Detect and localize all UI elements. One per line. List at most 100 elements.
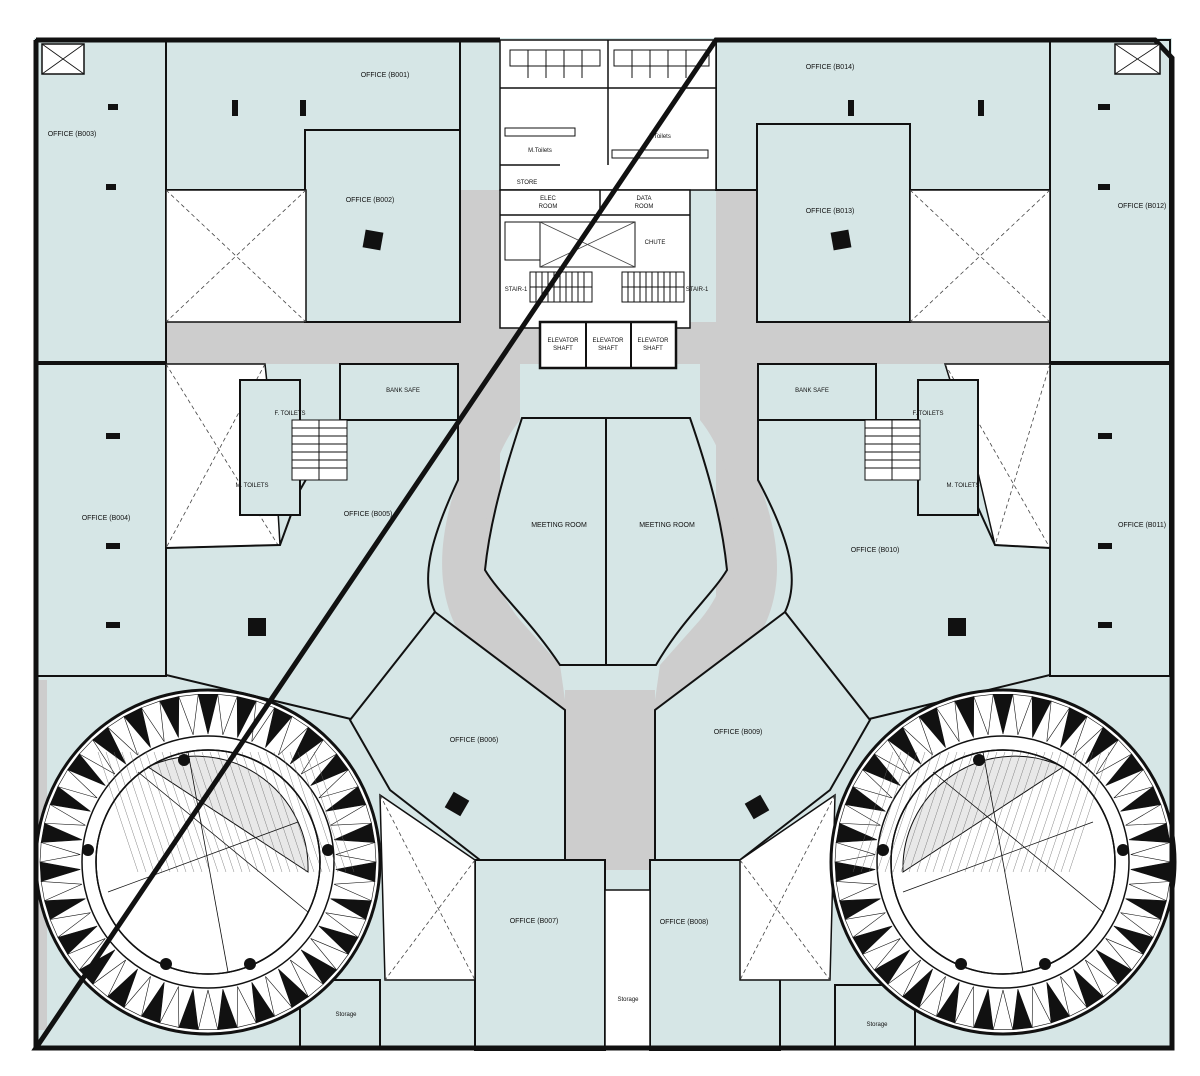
elevator-3-label-2: SHAFT	[643, 346, 663, 352]
storage-right-label: Storage	[866, 1022, 888, 1028]
rotunda-ray	[935, 982, 960, 1024]
rotunda-ray	[1085, 959, 1119, 998]
rotunda-ray	[57, 769, 98, 799]
rotunda-ray	[330, 804, 372, 826]
rotunda-ray	[67, 938, 106, 971]
rotunda-ray	[862, 938, 901, 971]
bank-safe-left	[339, 363, 459, 421]
office-b006-label: OFFICE (B006)	[450, 737, 499, 744]
rotunda-ray	[1046, 700, 1071, 742]
corridors	[35, 190, 1128, 1030]
rotunda-ray	[1125, 804, 1167, 826]
rotunda-ray	[1031, 696, 1052, 738]
office-b010-label: OFFICE (B010)	[851, 547, 900, 554]
rotunda-left	[34, 688, 382, 1036]
rotunda-ray	[954, 696, 975, 738]
elevator-2-label-2: SHAFT	[598, 346, 618, 352]
rotunda-ray	[902, 716, 933, 756]
rotunda-ray	[49, 912, 91, 938]
rotunda-ray	[1125, 898, 1167, 920]
rotunda-ray	[333, 822, 376, 843]
rotunda-ray	[1060, 976, 1088, 1017]
rotunda-ray	[92, 959, 126, 998]
rotunda-ray	[1105, 753, 1144, 786]
rotunda-ray	[954, 986, 975, 1028]
rotunda-ray	[1012, 989, 1033, 1031]
office-b013-label: OFFICE (B013)	[806, 208, 855, 215]
storage-left-label: Storage	[335, 1012, 357, 1018]
office-b005-label: OFFICE (B005)	[344, 511, 393, 518]
rotunda-ray	[862, 753, 901, 786]
rotunda-ray	[159, 696, 180, 738]
atrium-void-top-right	[909, 189, 1051, 323]
rotunda-ray	[40, 881, 83, 902]
meeting-room-left-label: MEETING ROOM	[531, 522, 587, 529]
rotunda-ray	[325, 786, 367, 812]
rotunda-ray	[835, 881, 878, 902]
office-b003-label: OFFICE (B003)	[48, 131, 97, 138]
toilet-stalls-row	[500, 49, 716, 159]
rotunda-ray	[992, 693, 1014, 735]
office-b014-label: OFFICE (B014)	[806, 64, 855, 71]
office-b012-label: OFFICE (B012)	[1118, 203, 1167, 210]
rotunda-ray	[1105, 938, 1144, 971]
rotunda-ray	[57, 925, 98, 955]
rotunda-ray	[1128, 881, 1171, 902]
office-b003	[35, 39, 167, 363]
rotunda-ray	[318, 769, 359, 799]
rotunda-ray	[140, 700, 165, 742]
rotunda-ray	[123, 707, 151, 748]
bank-safe-left-label: BANK SAFE	[386, 388, 420, 394]
rotunda-ray	[873, 739, 911, 775]
toilets-right	[864, 379, 979, 516]
rotunda-ray	[992, 989, 1014, 1031]
rotunda-ray	[1060, 707, 1088, 748]
rotunda-ray	[217, 989, 238, 1031]
office-b002-label: OFFICE (B002)	[346, 197, 395, 204]
office-b013	[756, 123, 911, 323]
rotunda-ray	[873, 949, 911, 985]
meeting-room-right-label: MEETING ROOM	[639, 522, 695, 529]
office-b009-label: OFFICE (B009)	[714, 729, 763, 736]
storage-mid-label: Storage	[617, 997, 639, 1003]
rotunda-ray	[39, 861, 81, 882]
bank-safe-right	[757, 363, 877, 421]
rotunda-ray	[78, 739, 116, 775]
rotunda-ray	[217, 693, 238, 735]
rotunda-ray	[839, 898, 881, 920]
rotunda-ray	[1095, 949, 1133, 985]
rotunda-ray	[44, 898, 86, 920]
rotunda-ray	[887, 726, 921, 765]
rotunda-ray	[310, 938, 349, 971]
rotunda-ray	[92, 726, 126, 765]
rotunda-ray	[265, 976, 293, 1017]
office-b004	[35, 363, 167, 677]
office-b011-label: OFFICE (B011)	[1118, 522, 1166, 529]
toilets-left	[239, 379, 348, 516]
rotunda-right	[829, 688, 1177, 1036]
storage-mid	[604, 889, 651, 1049]
bank-safe-right-label: BANK SAFE	[795, 388, 829, 394]
rotunda-ray	[887, 959, 921, 998]
rotunda-ray	[107, 968, 138, 1008]
rotunda-ray	[834, 842, 876, 863]
rotunda-ray	[236, 696, 257, 738]
meeting-room-left	[483, 417, 607, 666]
columns	[106, 100, 1112, 820]
rotunda-ray	[973, 989, 994, 1031]
rotunda-ray	[1073, 716, 1104, 756]
rotunda-ray	[1073, 968, 1104, 1008]
rotunda-ray	[1113, 925, 1154, 955]
corner-shafts	[41, 43, 1161, 75]
stair-left-label: STAIR-1	[505, 287, 528, 293]
rotunda-ray	[159, 986, 180, 1028]
rotunda-ray	[300, 739, 338, 775]
rotunda-ray	[1120, 912, 1162, 938]
data-room-label-1: DATA	[636, 196, 651, 202]
rotunda-ray	[44, 804, 86, 826]
rotunda-ray	[330, 898, 372, 920]
rotunda-ray	[236, 986, 257, 1028]
rotunda-ray	[335, 842, 377, 863]
meeting-room-right	[605, 417, 729, 666]
